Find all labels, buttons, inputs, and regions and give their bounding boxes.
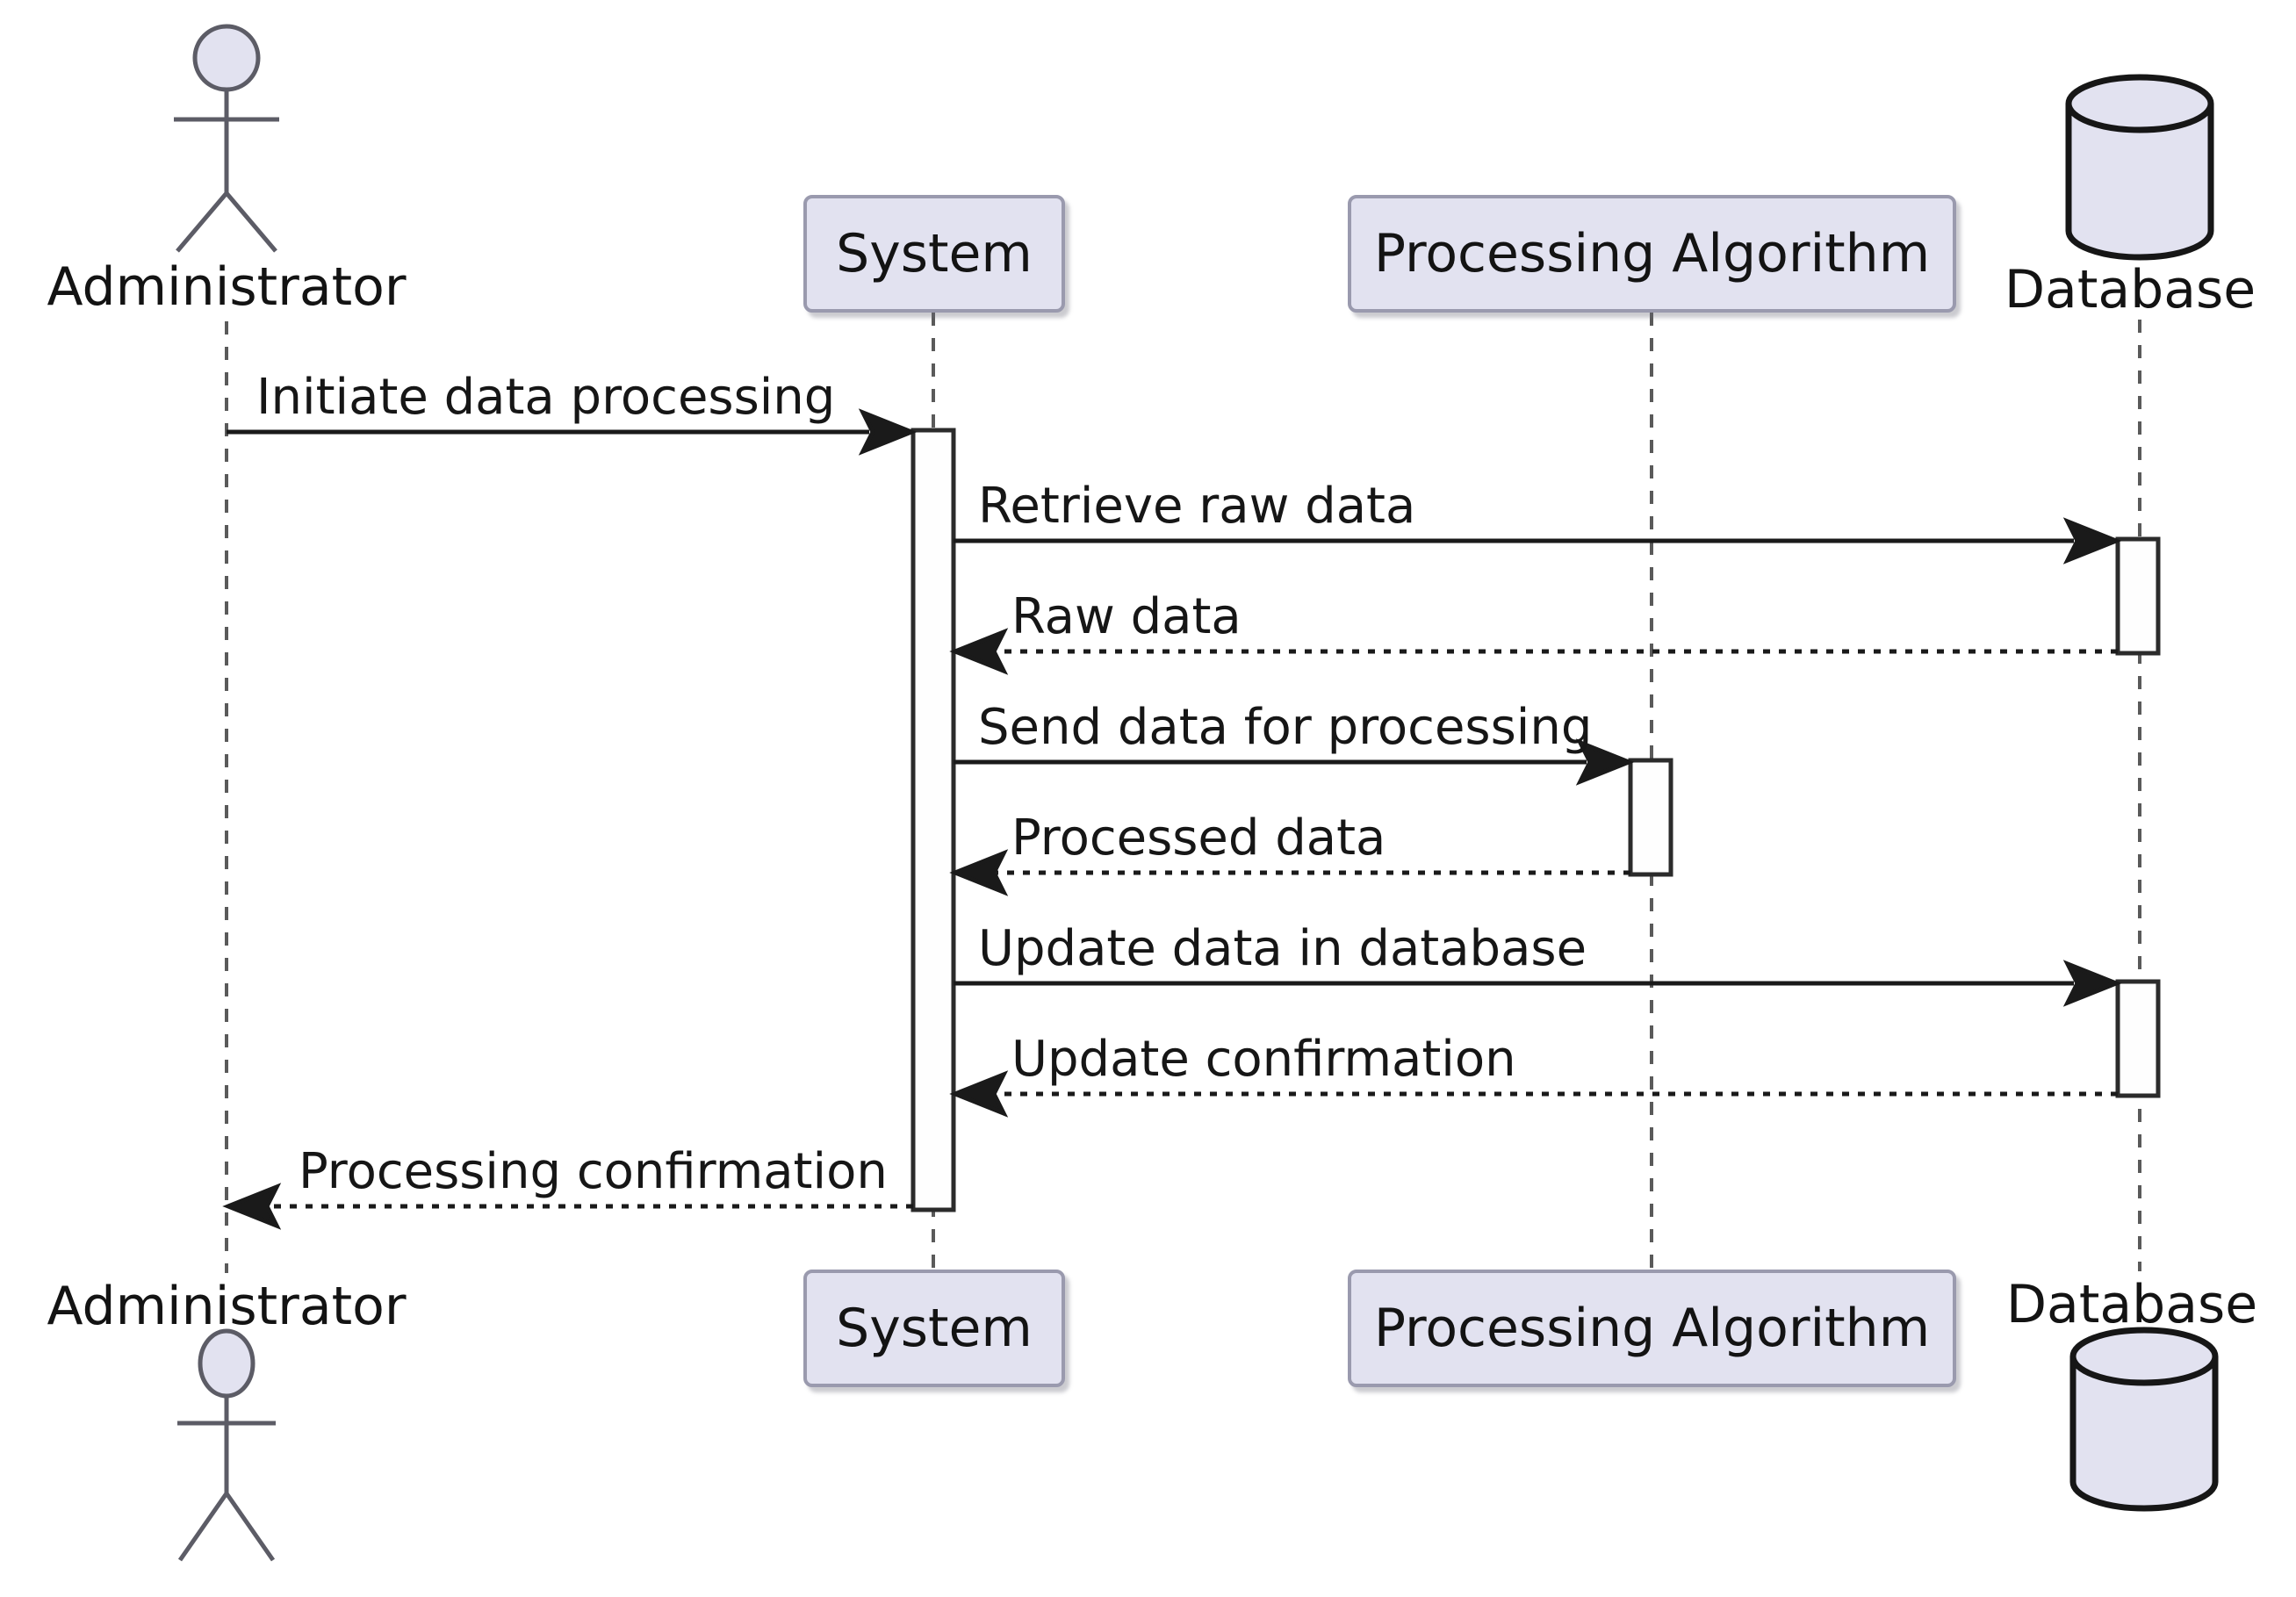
participant-label-system-top: System — [836, 223, 1033, 284]
participant-label-administrator-bottom: Administrator — [47, 1276, 407, 1337]
cylinder-top — [2065, 74, 2214, 133]
activation-bar-system — [910, 428, 956, 1212]
message-label-initiate-data-processing: Initiate data processing — [256, 369, 836, 426]
cylinder-top — [2069, 1327, 2219, 1386]
actor-leg-right — [224, 1492, 276, 1562]
participant-box-system-top: System — [803, 195, 1065, 313]
message-label-processed-data: Processed data — [1011, 809, 1386, 867]
stick-figure-actor-icon-top — [174, 24, 279, 253]
message-arrowhead-8 — [222, 1183, 282, 1230]
message-label-raw-data: Raw data — [1011, 588, 1242, 645]
message-label-send-data-for-processing: Send data for processing — [978, 699, 1593, 756]
database-cylinder-icon-bottom — [2069, 1327, 2219, 1512]
stick-figure-actor-icon-bottom — [177, 1328, 276, 1562]
message-arrowhead-3 — [949, 628, 1009, 675]
message-label-update-confirmation: Update confirmation — [1011, 1031, 1516, 1088]
message-arrowhead-7 — [949, 1070, 1009, 1118]
participant-label-database-top: Database — [2004, 259, 2256, 320]
actor-leg-right — [225, 191, 277, 253]
database-cylinder-icon-top — [2065, 74, 2214, 261]
participant-label-database-bottom: Database — [2005, 1274, 2258, 1335]
participant-label-processing-algorithm-bottom: Processing Algorithm — [1373, 1298, 1931, 1359]
activation-bar-database-1 — [2115, 536, 2161, 656]
activation-bar-processing-algorithm — [1628, 758, 1673, 877]
participant-label-administrator-top: Administrator — [47, 256, 407, 318]
actor-leg-left — [176, 191, 228, 253]
activation-bar-database-2 — [2115, 979, 2161, 1098]
cylinder-body — [2069, 1356, 2219, 1512]
message-arrowhead-2 — [2062, 517, 2122, 565]
message-label-processing-confirmation: Processing confirmation — [299, 1143, 888, 1200]
message-arrowhead-5 — [949, 849, 1009, 896]
message-label-update-data-in-database: Update data in database — [978, 920, 1587, 977]
actor-head — [192, 24, 261, 92]
participant-label-processing-algorithm-top: Processing Algorithm — [1373, 223, 1931, 284]
participant-box-processing-algorithm-top: Processing Algorithm — [1348, 195, 1956, 313]
actor-leg-left — [177, 1492, 229, 1562]
participant-label-system-bottom: System — [836, 1298, 1033, 1359]
actor-head — [198, 1328, 256, 1399]
message-label-retrieve-raw-data: Retrieve raw data — [978, 478, 1416, 535]
cylinder-body — [2065, 104, 2214, 261]
message-arrowhead-6 — [2062, 960, 2122, 1007]
participant-box-system-bottom: System — [803, 1270, 1065, 1387]
message-arrowhead-1 — [858, 408, 918, 456]
participant-box-processing-algorithm-bottom: Processing Algorithm — [1348, 1270, 1956, 1387]
message-arrowhead-4 — [1575, 738, 1635, 786]
